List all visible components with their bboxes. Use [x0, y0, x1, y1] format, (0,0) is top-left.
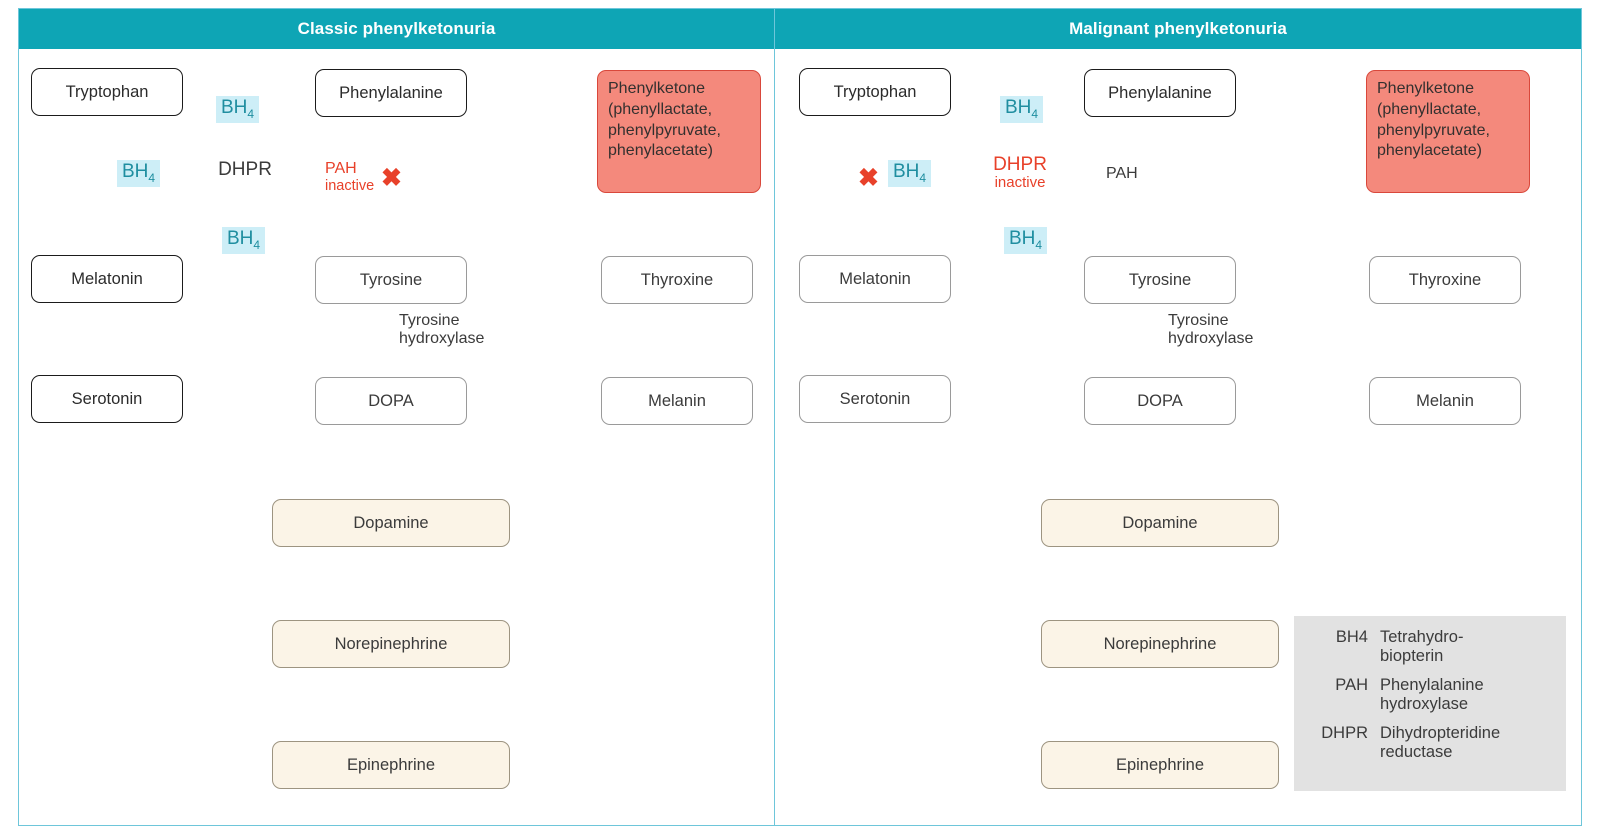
node-phenylketone-malignant[interactable]: Phenylketone (phenyllactate, phenylpyruv… [1366, 70, 1530, 193]
legend-abbr-pah: PAH [1335, 675, 1368, 694]
enzyme-tyrosine-hydroxylase-classic: Tyrosine hydroxylase [399, 312, 485, 348]
node-melatonin-classic[interactable]: Melatonin [31, 255, 183, 303]
node-tyrosine-malignant[interactable]: Tyrosine [1084, 256, 1236, 304]
bh4-side-classic: BH4 [117, 160, 161, 187]
node-epinephrine-classic[interactable]: Epinephrine [272, 741, 510, 789]
cycle-label-dhpr-classic: DHPR [218, 159, 272, 180]
block-x-bh4-malignant: ✖ [858, 164, 879, 192]
enzyme-pah-classic: PAH inactive [325, 160, 375, 195]
legend-def-bh4: Tetrahydro-biopterin [1380, 628, 1464, 666]
enzyme-pah-malignant: PAH [1106, 165, 1138, 182]
node-tryptophan-malignant[interactable]: Tryptophan [799, 68, 951, 116]
panel-title-classic: Classic phenylketonuria [19, 9, 774, 49]
node-norepinephrine-classic[interactable]: Norepinephrine [272, 620, 510, 668]
node-epinephrine-malignant[interactable]: Epinephrine [1041, 741, 1279, 789]
node-dopa-malignant[interactable]: DOPA [1084, 377, 1236, 425]
node-dopamine-malignant[interactable]: Dopamine [1041, 499, 1279, 547]
node-tyrosine-classic[interactable]: Tyrosine [315, 256, 467, 304]
enzyme-tyrosine-hydroxylase-malignant: Tyrosine hydroxylase [1168, 312, 1254, 348]
bh4-top-malignant: BH4 [1000, 96, 1044, 123]
node-phenylalanine-malignant[interactable]: Phenylalanine [1084, 69, 1236, 117]
bh4-top-classic: BH4 [216, 96, 260, 123]
node-dopa-classic[interactable]: DOPA [315, 377, 467, 425]
node-serotonin-malignant[interactable]: Serotonin [799, 375, 951, 423]
cycle-label-dhpr-malignant: DHPR inactive [993, 154, 1047, 191]
bh4-bottom-classic: BH4 [222, 227, 266, 254]
node-norepinephrine-malignant[interactable]: Norepinephrine [1041, 620, 1279, 668]
node-phenylalanine-classic[interactable]: Phenylalanine [315, 69, 467, 117]
node-melatonin-malignant[interactable]: Melatonin [799, 255, 951, 303]
node-phenylketone-classic[interactable]: Phenylketone (phenyllactate, phenylpyruv… [597, 70, 761, 193]
legend-row-bh4: BH4 Tetrahydro-biopterin [1306, 628, 1552, 667]
node-serotonin-classic[interactable]: Serotonin [31, 375, 183, 423]
panel-title-malignant: Malignant phenylketonuria [775, 9, 1581, 49]
node-thyroxine-classic[interactable]: Thyroxine [601, 256, 753, 304]
block-x-pah-classic: ✖ [381, 164, 402, 192]
legend-abbr-bh4: BH4 [1335, 628, 1368, 646]
node-thyroxine-malignant[interactable]: Thyroxine [1369, 256, 1521, 304]
node-melanin-malignant[interactable]: Melanin [1369, 377, 1521, 425]
bh4-bottom-malignant: BH4 [1004, 227, 1048, 254]
legend-abbreviations: BH4 Tetrahydro-biopterin PAH Phenylalani… [1294, 616, 1566, 791]
node-melanin-classic[interactable]: Melanin [601, 377, 753, 425]
legend-abbr-dhpr: DHPR [1321, 723, 1368, 742]
node-tryptophan-classic[interactable]: Tryptophan [31, 68, 183, 116]
bh4-side-malignant: BH4 [888, 160, 932, 187]
node-dopamine-classic[interactable]: Dopamine [272, 499, 510, 547]
